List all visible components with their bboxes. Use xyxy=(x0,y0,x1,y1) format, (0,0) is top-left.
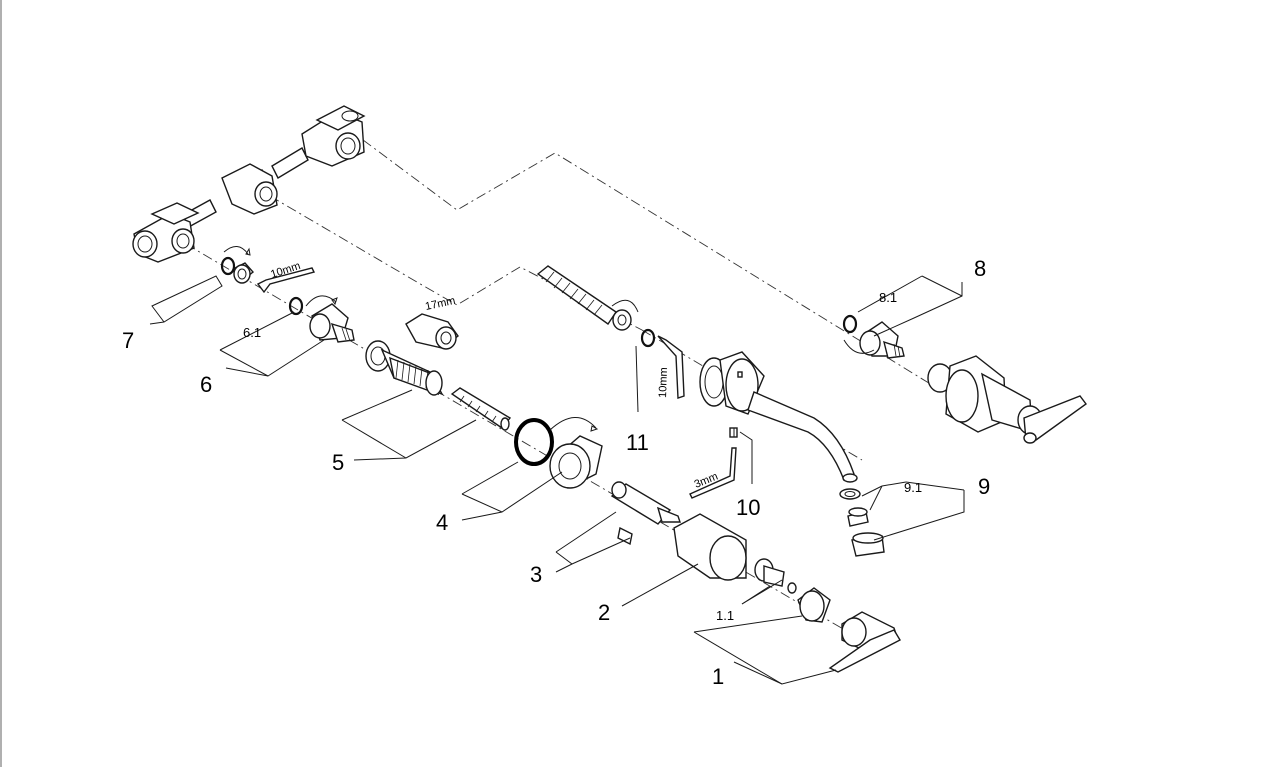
callout-7: 7 xyxy=(122,328,134,353)
callout-6-1: 6.1 xyxy=(243,325,261,340)
part-10-grub-screw xyxy=(729,427,738,438)
callout-5: 5 xyxy=(332,450,344,475)
tool-label-17mm: 17mm xyxy=(424,295,456,313)
part-2-cover-sleeve xyxy=(673,513,747,581)
callout-3: 3 xyxy=(530,562,542,587)
hex-key-3mm xyxy=(689,447,737,499)
part-1-cap xyxy=(797,587,831,623)
tool-label-10mm-spout: 10mm xyxy=(657,367,670,398)
callout-11: 11 xyxy=(626,430,649,455)
part-5-extension-sleeve xyxy=(365,340,444,396)
part-4-oring-and-flange xyxy=(514,417,603,489)
rough-in-valve-body xyxy=(132,105,366,263)
callout-leaders xyxy=(149,275,965,685)
callout-1-1: 1.1 xyxy=(716,608,734,623)
spout-assembly xyxy=(699,351,858,483)
callout-9: 9 xyxy=(978,474,990,499)
callout-4: 4 xyxy=(436,510,448,535)
socket-17mm xyxy=(405,313,459,350)
callout-10: 10 xyxy=(736,495,760,520)
part-7-oring-and-cap xyxy=(220,246,255,284)
part-8-cartridge-right xyxy=(842,314,905,359)
part-5-spindle-extension xyxy=(450,387,512,431)
callout-2: 2 xyxy=(598,600,610,625)
right-lever-handle xyxy=(927,355,1087,444)
part-6-cartridge-left xyxy=(288,295,355,343)
hex-key-10mm-spout xyxy=(657,335,685,399)
callout-6: 6 xyxy=(200,372,212,397)
part-9-aerator xyxy=(839,488,885,557)
callout-1: 1 xyxy=(712,664,724,689)
callout-8: 8 xyxy=(974,256,986,281)
part-1-lever-handle xyxy=(828,611,901,673)
part-1-1-adapter xyxy=(754,558,797,594)
callout-8-1: 8.1 xyxy=(879,290,897,305)
hex-key-10mm-top xyxy=(256,267,316,294)
assembly-axis-lines xyxy=(185,127,933,641)
callout-9-1: 9.1 xyxy=(904,480,922,495)
part-11-threaded-extension xyxy=(536,265,656,348)
part-3-stem-adapter xyxy=(610,481,681,546)
